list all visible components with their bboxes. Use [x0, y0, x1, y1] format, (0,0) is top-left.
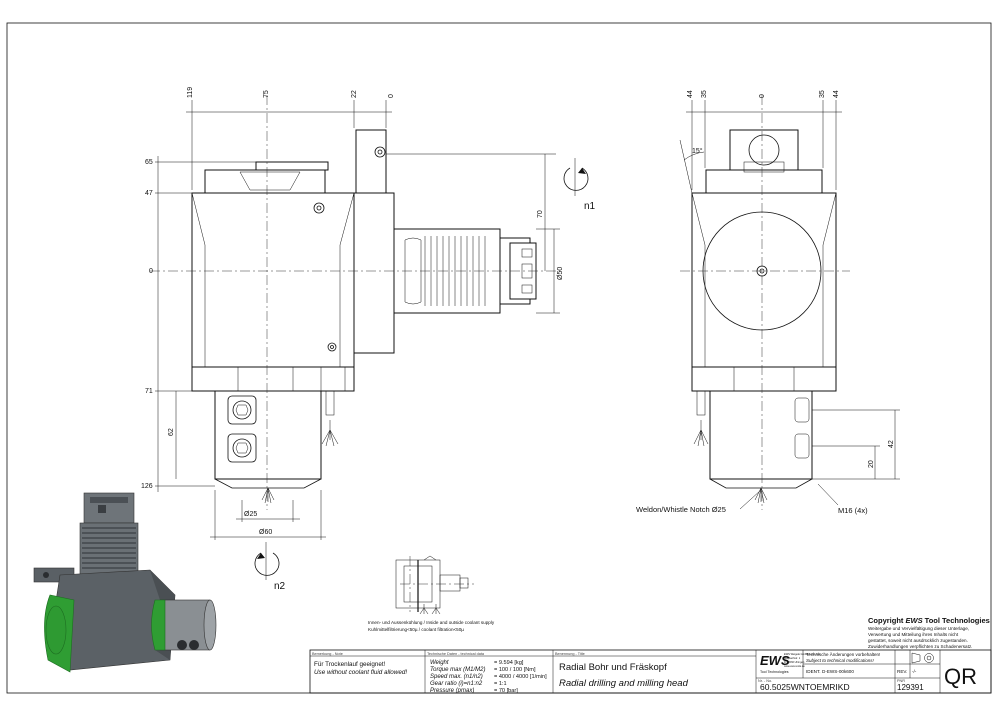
rev-value: -/- — [912, 669, 917, 674]
dim-left-62: 62 — [168, 428, 175, 436]
tech-label-weight: Weight — [430, 660, 449, 666]
ident-value: D-EWS-00k600 — [822, 669, 854, 674]
note-header: Bemerkung - Note — [312, 652, 343, 656]
change-note-de: Technische Änderungen vorbehalten! — [806, 651, 880, 657]
note-line-2: Use without coolant fluid allowed! — [314, 669, 407, 676]
tech-value-pressure: = 70 [bar] — [494, 688, 518, 694]
front-dim-44-right: 44 — [833, 90, 840, 98]
ews-address-4: www.ews-tools.de — [784, 664, 805, 668]
dim-top-0: 0 — [388, 94, 395, 98]
pnr-label: PNR — [897, 679, 905, 683]
product-render-image — [33, 492, 217, 673]
front-dim-35-left: 35 — [701, 90, 708, 98]
dim-left-0: 0 — [149, 268, 153, 275]
housing-body — [191, 192, 355, 368]
part-no-label: Nr. - No. — [758, 679, 772, 683]
dim-d25: Ø25 — [244, 511, 257, 518]
front-view: 44 35 0 35 44 15° 42 20 Weldon/Whistle N… — [636, 90, 900, 515]
title-german: Radial Bohr und Fräskopf — [559, 662, 667, 673]
copyright-line-2: Verwertung und Mitteilung ihres Inhalts … — [868, 632, 959, 637]
front-housing — [691, 192, 837, 368]
ews-address-1: EWS Weigele GmbH & Co. KG — [784, 652, 820, 656]
coolant-note-1: Innen- und Aussenkühlung / Inside and ou… — [368, 620, 495, 625]
dim-top-22: 22 — [351, 90, 358, 98]
note-line-1: Für Trockenlauf geeignet! — [314, 661, 386, 668]
side-block — [353, 192, 395, 354]
front-dim-35-right: 35 — [819, 90, 826, 98]
tech-header: Technische Daten - technical data — [427, 652, 485, 656]
ews-address-2: Maybachstr. 1 — [784, 656, 801, 660]
ews-address-3: D-73066 Uhingen — [784, 660, 805, 664]
label-n1: n1 — [584, 201, 596, 212]
coolant-note-2: Kuhlmittelfiltrierung<50µ / coolant filt… — [368, 627, 464, 632]
dim-70: 70 — [537, 210, 544, 218]
coolant-symbol — [395, 555, 474, 615]
front-angle: 15° — [692, 147, 703, 155]
rotation-n1-icon — [563, 158, 589, 196]
tech-label-torque: Torque max (M1/M2) — [430, 667, 485, 673]
rev-label: REV. — [897, 669, 907, 674]
qr-label: QR — [944, 664, 977, 689]
dim-left-65: 65 — [145, 159, 153, 166]
dim-left-47: 47 — [145, 190, 153, 197]
title-block: Bemerkung - Note Für Trockenlauf geeigne… — [309, 649, 992, 694]
tech-label-pressure: Pressure (pmax) — [430, 688, 474, 694]
tech-label-speed: Speed max. (n1/n2) — [430, 674, 483, 680]
tech-value-torque: = 100 / 100 [Nm] — [494, 667, 536, 673]
dim-top-75: 75 — [263, 90, 270, 98]
pnr-value: 129391 — [897, 683, 924, 692]
title-english: Radial drilling and milling head — [559, 678, 689, 689]
front-spindle — [709, 390, 813, 480]
part-number: 60.5025WNTOEMRIKD — [760, 682, 850, 692]
rotation-n2-icon — [254, 542, 280, 580]
projection-symbol-icon — [911, 652, 934, 664]
front-dim-0: 0 — [759, 94, 766, 98]
front-bracket — [729, 129, 799, 171]
tech-label-gear: Gear ratio (i)=n1:n2 — [430, 681, 483, 687]
ews-logo-sub: Tool Technologies — [760, 670, 789, 674]
front-dim-42: 42 — [888, 440, 895, 448]
ident-label: IDENT. — [806, 669, 821, 674]
top-block — [204, 169, 326, 194]
side-view: 119 75 22 0 65 47 0 71 62 126 70 Ø50 Ø25… — [141, 87, 596, 592]
tech-value-speed: = 4000 / 4000 [1/min] — [494, 674, 547, 680]
copyright-line-3: gestattet, soweit nicht ausdrücklich zug… — [868, 638, 968, 643]
tech-value-weight: = 9.594 [kg] — [494, 660, 524, 666]
front-dim-44-left: 44 — [687, 90, 694, 98]
output-spindle — [214, 390, 322, 480]
dim-d60: Ø60 — [259, 529, 272, 536]
label-n2: n2 — [274, 581, 286, 592]
front-dim-20: 20 — [868, 460, 875, 468]
weldon-notch-label: Weldon/Whistle Notch Ø25 — [636, 505, 726, 514]
copyright-line-4: Zuwiderhandlungen verpflichten zu Schade… — [868, 644, 972, 649]
coolant-spray-side — [261, 420, 339, 504]
bracket — [355, 129, 387, 194]
ews-logo: EWS — [760, 653, 790, 668]
dim-left-71: 71 — [145, 388, 153, 395]
dim-shank-d50: Ø50 — [557, 267, 564, 280]
dim-left-126: 126 — [141, 483, 153, 490]
title-header: Benennung - Title — [555, 652, 585, 656]
copyright-title: Copyright EWS Tool Technologies — [868, 616, 990, 625]
dim-top-119: 119 — [187, 87, 194, 98]
copyright-line-1: Weitergabe und Vervielfältigung dieser U… — [868, 626, 969, 631]
tech-value-gear: = 1:1 — [494, 681, 507, 687]
thread-label: M16 (4x) — [838, 506, 868, 515]
change-note-en: Subject to technical modifications! — [806, 658, 875, 663]
